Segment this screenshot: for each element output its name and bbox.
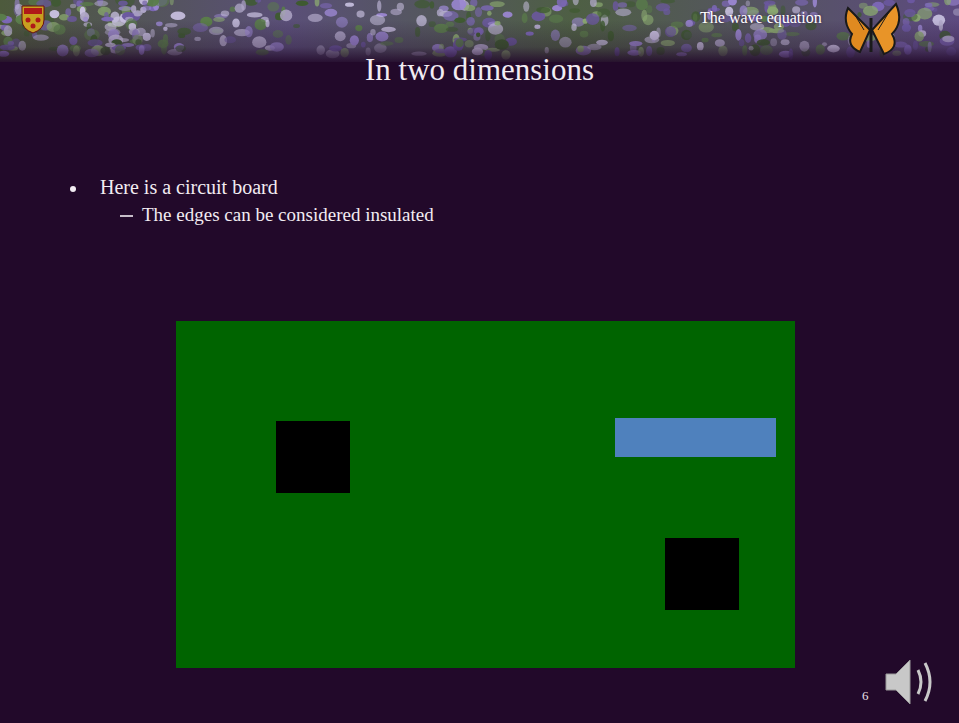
flower-dot: [590, 0, 597, 7]
header-text: The wave equation: [700, 9, 822, 27]
flower-dot: [315, 0, 320, 6]
flower-dot: [489, 1, 504, 7]
flower-dot: [437, 9, 444, 16]
flower-dot: [663, 8, 670, 15]
flower-dot: [142, 0, 147, 5]
flower-dot: [51, 0, 61, 7]
flower-dot: [857, 12, 861, 17]
flower-dot: [613, 1, 619, 11]
flower-dot: [863, 6, 878, 16]
flower-dot: [221, 11, 229, 17]
flower-dot: [267, 2, 279, 11]
flower-dot: [944, 0, 951, 5]
flower-dot: [813, 0, 817, 7]
flower-dot: [907, 0, 915, 3]
flower-dot: [475, 7, 482, 17]
flower-dot: [94, 1, 108, 7]
flower-dot: [618, 2, 628, 7]
flower-dot: [255, 0, 261, 3]
flower-dot: [357, 11, 365, 18]
flower-dot: [131, 5, 136, 12]
sub-bullet-text: The edges can be considered insulated: [142, 204, 434, 226]
flower-dot: [557, 0, 567, 7]
flower-dot: [569, 8, 580, 13]
bullet-dot: [70, 186, 76, 192]
flower-dot: [925, 3, 933, 7]
speaker-icon: [886, 660, 930, 704]
flower-dot: [917, 8, 932, 20]
flower-dot: [241, 0, 246, 10]
flower-dot: [49, 10, 59, 18]
flower-dot: [118, 0, 127, 5]
flower-dot: [345, 3, 354, 7]
flower-dot: [143, 6, 152, 11]
chip: [665, 538, 739, 610]
flower-dot: [523, 1, 529, 11]
flower-dot: [171, 11, 186, 20]
flower-dot: [230, 6, 236, 11]
chip: [276, 421, 350, 493]
bullet-text: Here is a circuit board: [100, 176, 278, 199]
flower-dot: [536, 7, 550, 13]
flower-dot: [660, 0, 675, 3]
flower-dot: [170, 0, 174, 5]
component: [615, 418, 776, 457]
flower-dot: [764, 0, 776, 5]
flower-dot: [503, 12, 513, 18]
flower-dot: [70, 4, 76, 8]
flower-dot: [280, 10, 292, 22]
flower-dot: [377, 0, 381, 11]
flower-dot: [615, 8, 631, 16]
flower-dot: [451, 0, 466, 10]
flower-dot: [390, 9, 402, 15]
crest-icon: [22, 6, 44, 33]
flower-dot: [139, 0, 148, 5]
flower-dot: [80, 2, 94, 6]
flower-dot: [636, 0, 648, 10]
flower-dot: [926, 2, 940, 7]
flower-dot: [247, 12, 263, 17]
flower-dot: [904, 9, 915, 17]
flower-dot: [728, 0, 737, 6]
circuit-board: [176, 321, 795, 668]
flower-dot: [953, 8, 959, 15]
flower-dot: [324, 9, 337, 17]
flower-dot: [115, 0, 129, 5]
flower-dot: [795, 0, 808, 6]
flower-dot: [597, 8, 610, 17]
flower-dot: [296, 0, 308, 6]
flower-dot: [0, 14, 7, 21]
flower-dot: [414, 0, 430, 8]
sub-bullet-dash: [120, 215, 133, 217]
flower-dot: [883, 0, 894, 6]
butterfly-icon: [846, 4, 899, 54]
flower-dot: [430, 1, 435, 8]
flower-dot: [320, 3, 332, 8]
flower-dot: [487, 11, 492, 16]
page-number: 6: [862, 688, 869, 704]
slide-title: In two dimensions: [0, 52, 959, 88]
flower-dot: [746, 0, 750, 6]
flower-dot: [573, 0, 579, 5]
